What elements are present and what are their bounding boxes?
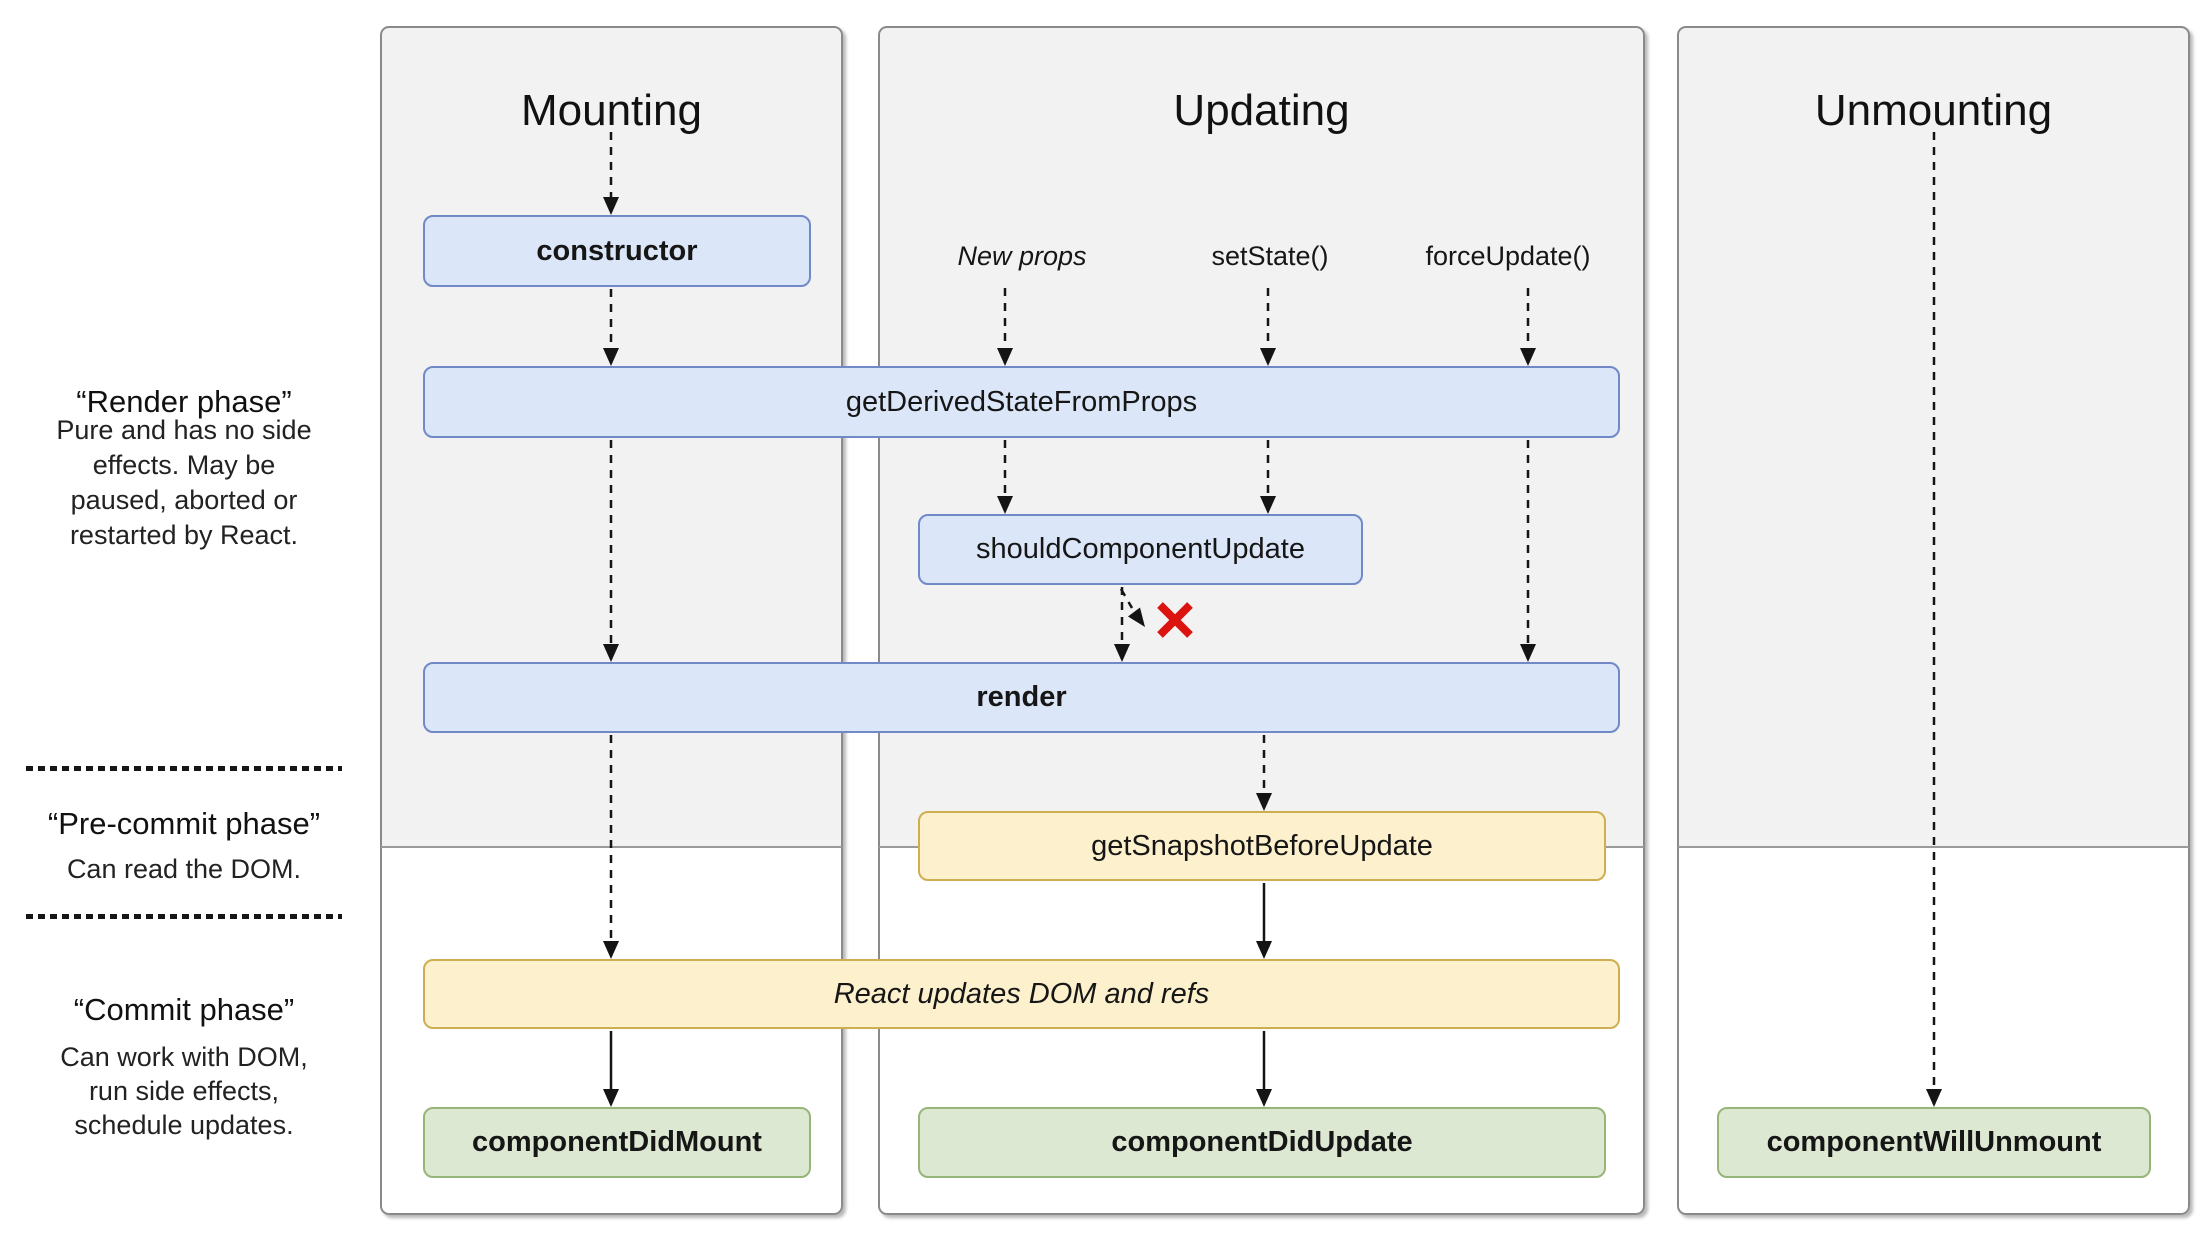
render-box[interactable]: render [423, 662, 1620, 733]
phase-divider [26, 914, 342, 919]
phase-divider [26, 766, 342, 771]
getderivedstatefromprops-box[interactable]: getDerivedStateFromProps [423, 366, 1620, 438]
precommit-phase-description: Can read the DOM. [66, 854, 302, 884]
commit-phase-title: “Commit phase” [73, 992, 295, 1027]
componentdidmount-box[interactable]: componentDidMount [423, 1107, 811, 1178]
componentdidupdate-box[interactable]: componentDidUpdate [918, 1107, 1606, 1178]
shouldcomponentupdate-box[interactable]: shouldComponentUpdate [918, 514, 1363, 585]
trigger-forceupdate: forceUpdate() [1425, 241, 1591, 271]
precommit-phase-title: “Pre-commit phase” [47, 806, 321, 841]
trigger-new-props: New props [957, 241, 1087, 271]
updating-column-panel: Updating [878, 26, 1645, 1215]
updating-column-title: Updating [1173, 86, 1350, 135]
unmounting-column-panel: Unmounting [1677, 26, 2190, 1215]
getsnapshotbeforeupdate-box[interactable]: getSnapshotBeforeUpdate [918, 811, 1606, 881]
render-phase-title: “Render phase” [76, 384, 292, 419]
constructor-box[interactable]: constructor [423, 215, 811, 287]
mounting-column-panel: Mounting [380, 26, 843, 1215]
commit-phase-description: Can work with DOM, run side effects, sch… [60, 1042, 308, 1140]
componentwillunmount-box[interactable]: componentWillUnmount [1717, 1107, 2151, 1178]
react-updates-dom-box: React updates DOM and refs [423, 959, 1620, 1029]
render-phase-description: Pure and has no side effects. May be pau… [56, 415, 312, 550]
render-commit-boundary-line [1678, 846, 2189, 848]
trigger-setstate: setState() [1211, 241, 1329, 271]
render-commit-boundary-line [381, 846, 842, 848]
mounting-column-title: Mounting [520, 86, 702, 135]
unmounting-column-title: Unmounting [1814, 86, 2053, 135]
